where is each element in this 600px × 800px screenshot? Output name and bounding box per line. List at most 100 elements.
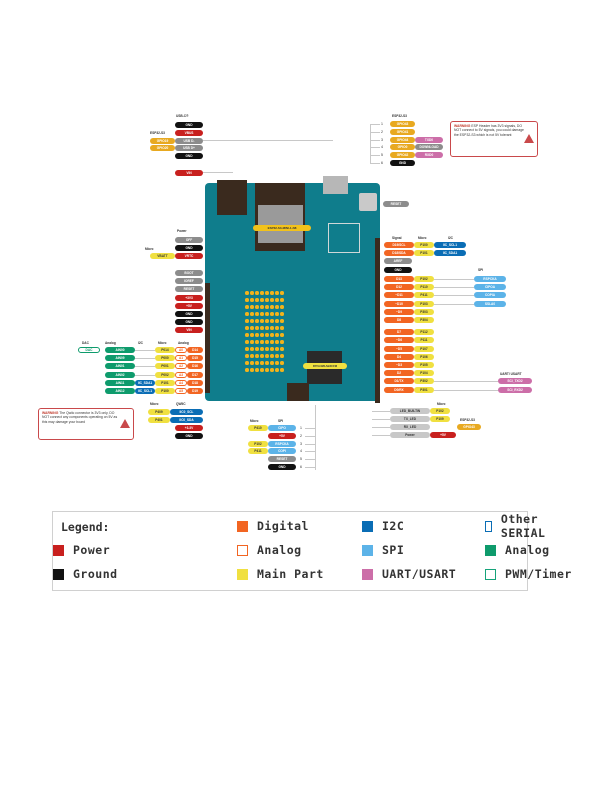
analog-ain-4: AIN11	[105, 379, 135, 386]
legend-item: SPI	[362, 543, 404, 557]
icsp-connector-line	[305, 435, 315, 437]
matrix-led	[255, 298, 259, 302]
header-signal: Signal	[392, 236, 402, 240]
matrix-led	[275, 347, 279, 351]
legend-swatch	[53, 544, 64, 556]
matrix-led	[260, 312, 264, 316]
legend-item: Digital	[237, 519, 309, 533]
header-qwiic: QWIIC	[176, 402, 186, 406]
matrix-led	[250, 361, 254, 365]
legend-label: Analog	[505, 543, 550, 557]
digital-pin-8: ~D5	[384, 345, 414, 352]
matrix-led	[245, 319, 249, 323]
icsp-micro-0: P410	[248, 425, 268, 431]
digital-micro-10: P105	[414, 362, 434, 368]
legend-label: Power	[73, 543, 111, 557]
pin-usb-2: USB D-	[175, 137, 203, 144]
esp-func-3: DOWNLOAD	[415, 144, 443, 151]
matrix-led	[270, 298, 274, 302]
matrix-led	[245, 347, 249, 351]
uart-connector-line	[434, 389, 498, 391]
header-esp32-left: ESP32-S3	[150, 131, 165, 135]
legend-label: Other SERIAL	[500, 512, 546, 540]
icsp-connector-line	[305, 459, 315, 460]
digital-pin-4: ~D9	[384, 308, 414, 315]
matrix-led	[255, 361, 259, 365]
matrix-led	[260, 368, 264, 372]
legend-label: Main Part	[257, 567, 324, 581]
left-header-strip	[205, 283, 210, 393]
uart-connector-line	[434, 381, 498, 383]
spi-pin-2: COPIA	[474, 292, 506, 299]
qwiic-gnd: GND	[175, 433, 203, 439]
power-top-pin-2: VRTC	[175, 253, 203, 259]
digital-pin-3: ~D10	[384, 300, 414, 307]
icsp-pin-3: COPI	[268, 448, 296, 455]
matrix-led	[265, 298, 269, 302]
esp-connector-line	[370, 139, 380, 141]
matrix-led	[270, 319, 274, 323]
uart-pin-1: SCI_RXD2	[498, 386, 532, 393]
esp-pin-number: 2	[381, 129, 383, 134]
matrix-led	[260, 291, 264, 295]
legend-swatch	[485, 520, 492, 532]
pin-usb-3: USB D+	[175, 145, 203, 152]
pin-esp-usb-0: GPIO19	[150, 137, 175, 144]
matrix-led	[270, 347, 274, 351]
spi-connector-line	[434, 303, 474, 305]
qwiic-power: +3.3V	[175, 425, 203, 431]
legend-label: Digital	[257, 519, 309, 533]
digital-micro-12: P302	[414, 378, 434, 385]
uart-pin-0: SCI_TXD2	[498, 378, 532, 385]
analog-ain-0: AIN00	[105, 347, 135, 353]
legend-swatch	[485, 568, 496, 580]
esp-pin-5: GND	[390, 160, 415, 166]
legend-title: Legend:	[61, 520, 110, 534]
spi-connector-line	[434, 295, 474, 297]
analog-connector-line	[135, 374, 155, 376]
digital-pin-12: D1/TX	[384, 378, 414, 385]
esp-pin-number: 3	[381, 137, 383, 142]
usb-connector-line	[203, 140, 333, 141]
icsp-pin-0: CIPO	[268, 425, 296, 431]
legend-item: Ground	[53, 567, 118, 581]
analog-connector-line	[135, 358, 155, 359]
header-i2c-left: I2C	[138, 341, 143, 345]
reset-button[interactable]	[359, 193, 377, 211]
esp-connector-line	[370, 163, 380, 164]
esp-pin-0: GPIO43	[390, 121, 415, 127]
right-micro-1: P101	[414, 250, 434, 257]
esp-warning-text: ESP Header has 3V3 signals, DO NOT conne…	[454, 124, 524, 137]
legend-swatch	[362, 544, 373, 556]
esp-warning: WARNING ESP Header has 3V3 signals, DO N…	[450, 121, 538, 157]
pin-esp-usb-1: GPIO20	[150, 145, 175, 152]
matrix-led	[270, 291, 274, 295]
matrix-led	[245, 305, 249, 309]
esp-pin-number: 5	[381, 153, 383, 158]
header-micro-leds: Micro	[437, 402, 446, 406]
analog-ain-3: AIN02	[105, 371, 135, 378]
analog-pin-2: A2	[175, 363, 187, 370]
esp-vertical-line	[370, 124, 371, 164]
esp-header-block	[328, 223, 360, 253]
digital-micro-1: P110	[414, 284, 434, 291]
matrix-led	[265, 319, 269, 323]
analog-digital-5: D19	[187, 388, 203, 394]
analog-micro-3: P002	[155, 371, 175, 378]
esp-connector-line	[370, 155, 380, 156]
arduino-board: ESP32-S3-MINI-1-N8 R7FA4M1AB3CFM	[205, 176, 380, 403]
digital-micro-2: P411	[414, 292, 434, 299]
analog-i2c-4: IIC_SDA1	[135, 379, 155, 386]
vin-connector-line	[203, 172, 233, 173]
legend-item: UART/USART	[362, 567, 456, 581]
matrix-led	[245, 291, 249, 295]
matrix-led	[255, 305, 259, 309]
digital-micro-11: P104	[414, 370, 434, 377]
header-micro-qwiic: Micro	[150, 402, 159, 406]
spi-pin-3: SSLA0	[474, 300, 506, 307]
matrix-led	[255, 319, 259, 323]
matrix-led	[270, 312, 274, 316]
header-power: Power	[177, 229, 187, 233]
matrix-led	[250, 354, 254, 358]
